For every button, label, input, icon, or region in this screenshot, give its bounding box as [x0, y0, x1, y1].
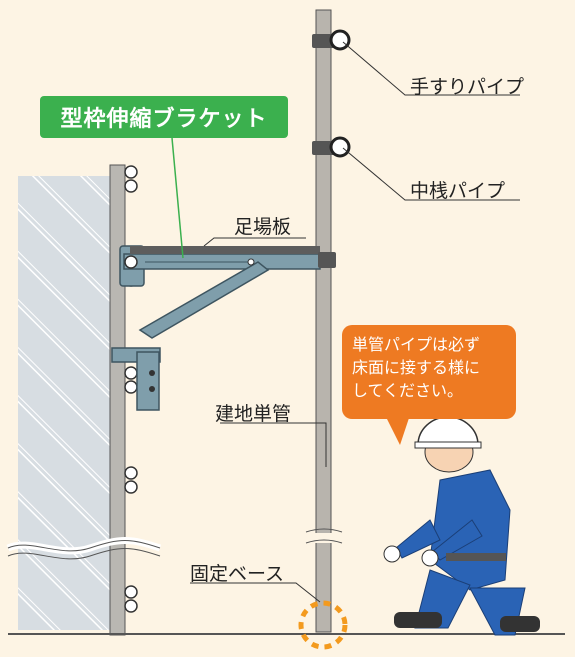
midrail-clamp: [312, 136, 351, 158]
label-midrail-pipe: 中桟パイプ: [410, 180, 506, 202]
extension-bracket: [111, 245, 321, 411]
label-vertical-pole: 建地単管: [215, 403, 292, 425]
label-fixed-base: 固定ベース: [190, 563, 285, 585]
label-handrail-pipe: 手すりパイプ: [410, 76, 525, 98]
formwork-wall: [18, 176, 113, 630]
label-scaffold-board: 足場板: [234, 216, 292, 238]
form-ties: [124, 165, 138, 613]
notice-line-2: 床面に接する様に: [352, 358, 481, 377]
worker-figure: [383, 416, 540, 636]
notice-line-1: 単管パイプは必ず: [352, 335, 481, 354]
handrail-clamp: [312, 29, 351, 51]
notice-bubble: 単管パイプは必ず 床面に接する様に してください。: [342, 325, 516, 419]
title-badge: 型枠伸縮ブラケット: [40, 96, 288, 138]
form-rail: [109, 164, 126, 636]
base-highlight-ring: [298, 600, 348, 650]
notice-line-3: してください。: [352, 381, 464, 400]
scaffold-board: [130, 246, 320, 254]
vertical-pole: [315, 9, 332, 633]
